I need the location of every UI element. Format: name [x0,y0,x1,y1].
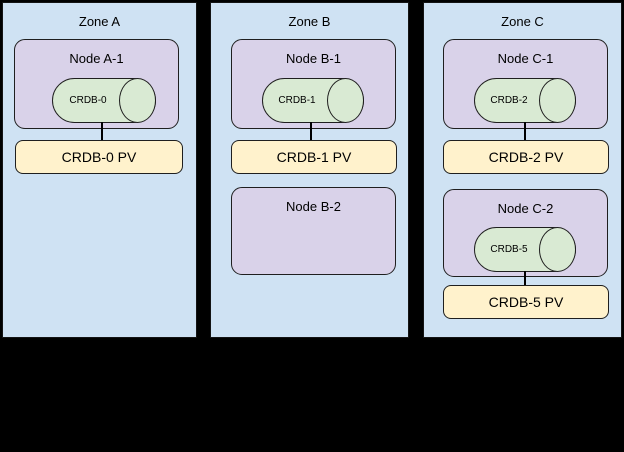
node-b2-title: Node B-2 [286,199,341,214]
crdb-5-label: CRDB-5 [490,244,528,255]
crdb-2-pv-box: CRDB-2 PV [443,140,609,174]
node-c2-title: Node C-2 [497,201,554,216]
connector-crdb0-to-pv [101,122,103,142]
crdb-0-cylinder: CRDB-0 [52,78,156,123]
crdb-0-pv-box: CRDB-0 PV [15,140,183,174]
crdb-1-cylinder: CRDB-1 [262,78,364,123]
connector-crdb5-to-pv [524,271,526,287]
zone-b-title: Zone B [288,14,331,29]
cylinder-cap-icon [539,227,576,272]
cylinder-cap-icon [539,78,576,123]
node-b1-title: Node B-1 [286,51,341,66]
node-c2: Node C-2 CRDB-5 [443,189,608,277]
zone-b: Zone B Node B-1 CRDB-1 CRDB-1 PV Node B-… [210,2,409,338]
node-b1: Node B-1 CRDB-1 [231,39,396,129]
zone-c: Zone C Node C-1 CRDB-2 CRDB-2 PV Node C-… [423,2,622,338]
node-b2: Node B-2 [231,187,396,275]
crdb-5-cylinder: CRDB-5 [474,227,576,272]
crdb-0-label: CRDB-0 [69,95,107,106]
crdb-2-label: CRDB-2 [490,95,528,106]
connector-crdb1-to-pv [310,122,312,142]
zone-c-title: Zone C [501,14,544,29]
crdb-1-pv-box: CRDB-1 PV [231,140,397,174]
crdb-5-pv-box: CRDB-5 PV [443,285,609,319]
node-a1: Node A-1 CRDB-0 [14,39,179,129]
node-c1-title: Node C-1 [497,51,554,66]
node-a1-title: Node A-1 [69,51,124,66]
zone-a-title: Zone A [78,14,121,29]
crdb-1-label: CRDB-1 [278,95,316,106]
node-c1: Node C-1 CRDB-2 [443,39,608,129]
cylinder-cap-icon [327,78,364,123]
crdb-2-cylinder: CRDB-2 [474,78,576,123]
connector-crdb2-to-pv [524,122,526,142]
zone-a: Zone A Node A-1 CRDB-0 CRDB-0 PV [2,2,197,338]
cylinder-cap-icon [119,78,156,123]
